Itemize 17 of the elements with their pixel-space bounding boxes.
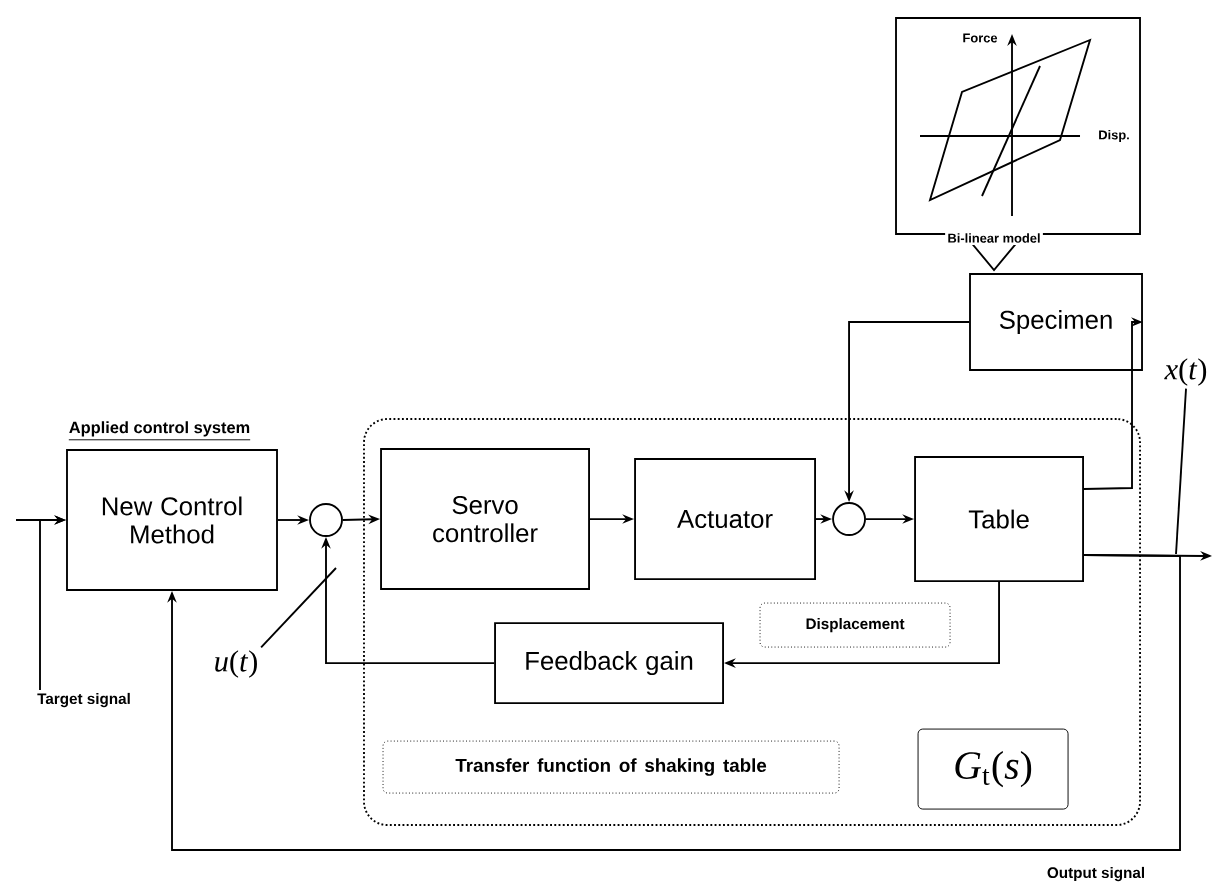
leader-line [260, 567, 337, 649]
block-box: Feedback gain [494, 622, 724, 704]
block-box: Specimen [969, 273, 1143, 371]
dotted-region [363, 418, 1141, 826]
heading: Applied control system [68, 421, 251, 441]
summing-junction [309, 503, 343, 537]
block-box: Servo controller [380, 448, 590, 590]
label-box: Transfer function of shaking table [382, 740, 840, 794]
summing-junction [832, 502, 866, 536]
formula-box: G$_{t}$(s) [917, 728, 1069, 810]
block-box: Table [914, 456, 1084, 582]
signal-label: x(t) [1164, 358, 1207, 386]
block-box: New Control Method [66, 449, 278, 591]
leader-line [1175, 387, 1187, 555]
arrow [167, 554, 1181, 851]
signal-label: u(t) [215, 650, 257, 678]
block-box: Actuator [634, 458, 816, 580]
